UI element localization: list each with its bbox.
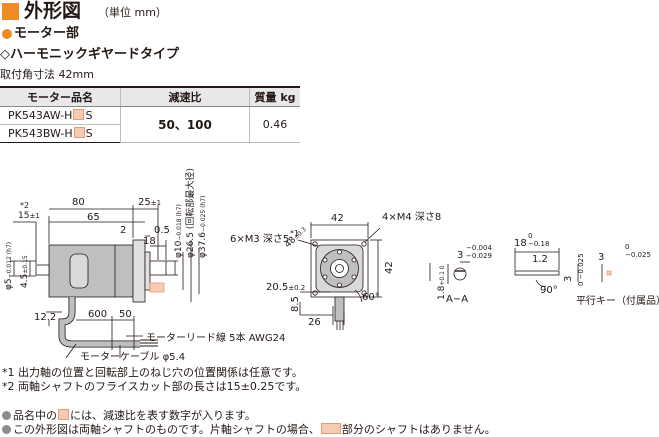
footnote-1: 品名中のには、減速比を表す数字が入ります。 [2, 409, 256, 423]
rear-shaft [35, 264, 50, 276]
ratio-placeholder-box [73, 109, 85, 120]
col-header-name: モーター品名 [0, 86, 121, 107]
note-1-marker: *1 [290, 229, 299, 238]
bullet-icon [2, 29, 12, 39]
connector-housing [69, 253, 89, 289]
bullet-icon [2, 425, 11, 434]
gear-type-label: ◇ハーモニックギヤードタイプ [0, 47, 179, 62]
section-dim-3-tol-b: −0.029 [466, 252, 492, 260]
note-1: *1 出力軸の位置と回転部上のねじ穴の位置関係は任意です。 [2, 366, 303, 379]
key-dim-18-tol-b: −0.18 [528, 240, 549, 248]
frame-size-label: 取付角寸法 42mm [0, 68, 94, 81]
dimension-drawing: 80 25±1 65 2 0.5 18 *2 15±1 φ5−0.012 (h7… [4, 168, 659, 362]
dim-phi37-6: φ37.6−0.025 (h7) [198, 196, 208, 258]
dim-42-top: 42 [331, 213, 344, 224]
key-dim-3-vertical: 3 [563, 276, 574, 282]
dim-25: 25±1 [138, 197, 161, 208]
shaft-highlight-swatch [320, 423, 341, 434]
section-aa-label: A−A [446, 294, 468, 305]
angle-60: 60° [362, 292, 380, 303]
section-aa-circle [453, 267, 467, 281]
dim-18: 18 [143, 236, 156, 247]
section-dim-3-tol-a: −0.004 [466, 244, 492, 252]
note-2: *2 両軸シャフトのフライスカット部の長さは15±0.25です。 [2, 380, 307, 393]
key-angle-90: 90° [540, 285, 558, 296]
motor-body [48, 244, 134, 298]
dim-phi26-5: φ26.5 (回転部最大径) [184, 168, 196, 258]
dim-42-side: 42 [384, 261, 395, 274]
section-dim-3: 3 [457, 250, 463, 261]
dim-600: 600 [88, 309, 107, 320]
dim-65: 65 [87, 212, 100, 223]
key-dim-18-tol-a: 0 [528, 232, 532, 240]
screw-4-m4: 4×M4 深さ8 [382, 211, 441, 223]
lead-wire-label: モーターリード線 5本 AWG24 [146, 331, 285, 344]
footnote-2: この外形図は両軸シャフトのものです。片軸シャフトの場合、部分のシャフトはありませ… [2, 423, 496, 437]
ratio-placeholder-box [73, 127, 85, 138]
dim-15: 15±1 [18, 211, 40, 221]
section-dim-1-8: 1.8+0.1 0 [437, 265, 447, 300]
dim-phi5: φ5−0.012 (h7) [4, 242, 14, 290]
ratio-value: 50、100 [120, 106, 250, 143]
bullet-icon [2, 411, 11, 420]
dim-phi10: φ10−0.018 (h7) [174, 204, 184, 258]
screw-6-m3: 6×M3 深さ5 [230, 233, 289, 245]
key-side-view [514, 270, 560, 276]
unit-label: （単位 mm） [98, 6, 167, 19]
key-dim-1-2: 1.2 [532, 254, 548, 265]
key-dim-3-tol-b: −0.025 [625, 251, 651, 259]
col-header-mass: 質量 kg [249, 86, 300, 107]
dim-2: 2 [120, 225, 126, 236]
ratio-placeholder-box [58, 409, 69, 420]
mass-value: 0.46 [249, 106, 300, 143]
key-dim-3-vertical-tol: 0 −0.025 [577, 253, 585, 286]
dim-8-5: 8.5 [290, 296, 301, 312]
dim-20-5: 20.5±0.2 [266, 282, 305, 293]
dim-4-5: 4.5±0.15 [20, 255, 30, 288]
page-title: 外形図 [24, 0, 82, 22]
key-dim-3-tol-a: 0 [625, 243, 629, 251]
note-2-marker: *2 [20, 201, 29, 210]
dim-50: 50 [119, 309, 132, 320]
cable-label: モーターケーブル φ5.4 [80, 350, 185, 362]
key-dim-18: 18 [514, 238, 527, 249]
rear-shaft-highlight [149, 282, 165, 293]
key-end-view [606, 270, 612, 276]
dim-80: 80 [72, 197, 85, 208]
key-dim-3: 3 [598, 252, 604, 263]
motor-section-label: モーター部 [14, 26, 80, 41]
dim-12-2: 12.2 [34, 312, 56, 323]
dim-0-5: 0.5 [154, 225, 170, 236]
key-label: 平行キー（付属品） [576, 294, 659, 307]
gear-flange [132, 239, 146, 303]
col-header-ratio: 減速比 [120, 86, 250, 107]
output-shaft [149, 260, 167, 276]
title-marker [2, 3, 19, 20]
dim-26: 26 [308, 317, 321, 328]
